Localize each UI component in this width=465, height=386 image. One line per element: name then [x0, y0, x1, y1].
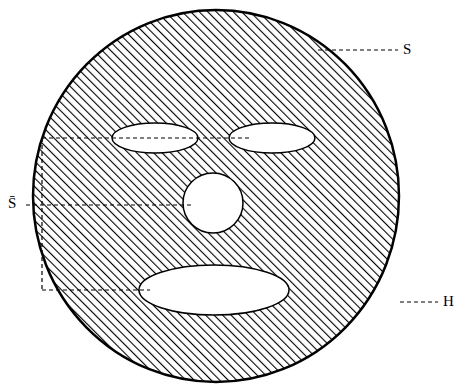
leader-lines [26, 50, 438, 302]
bracket-eyes [42, 137, 250, 138]
bracket-mouth [42, 289, 150, 290]
set-label: H [443, 294, 454, 309]
head-outline [33, 10, 399, 382]
bracket-spine [41, 138, 42, 290]
region-label: S [403, 42, 411, 57]
h-leader [400, 301, 438, 302]
complement-label: S̄ [8, 196, 16, 211]
s-leader [318, 49, 398, 50]
mouth-hole [139, 265, 289, 315]
bracket-nose [26, 204, 192, 205]
nose-hole [183, 173, 243, 233]
